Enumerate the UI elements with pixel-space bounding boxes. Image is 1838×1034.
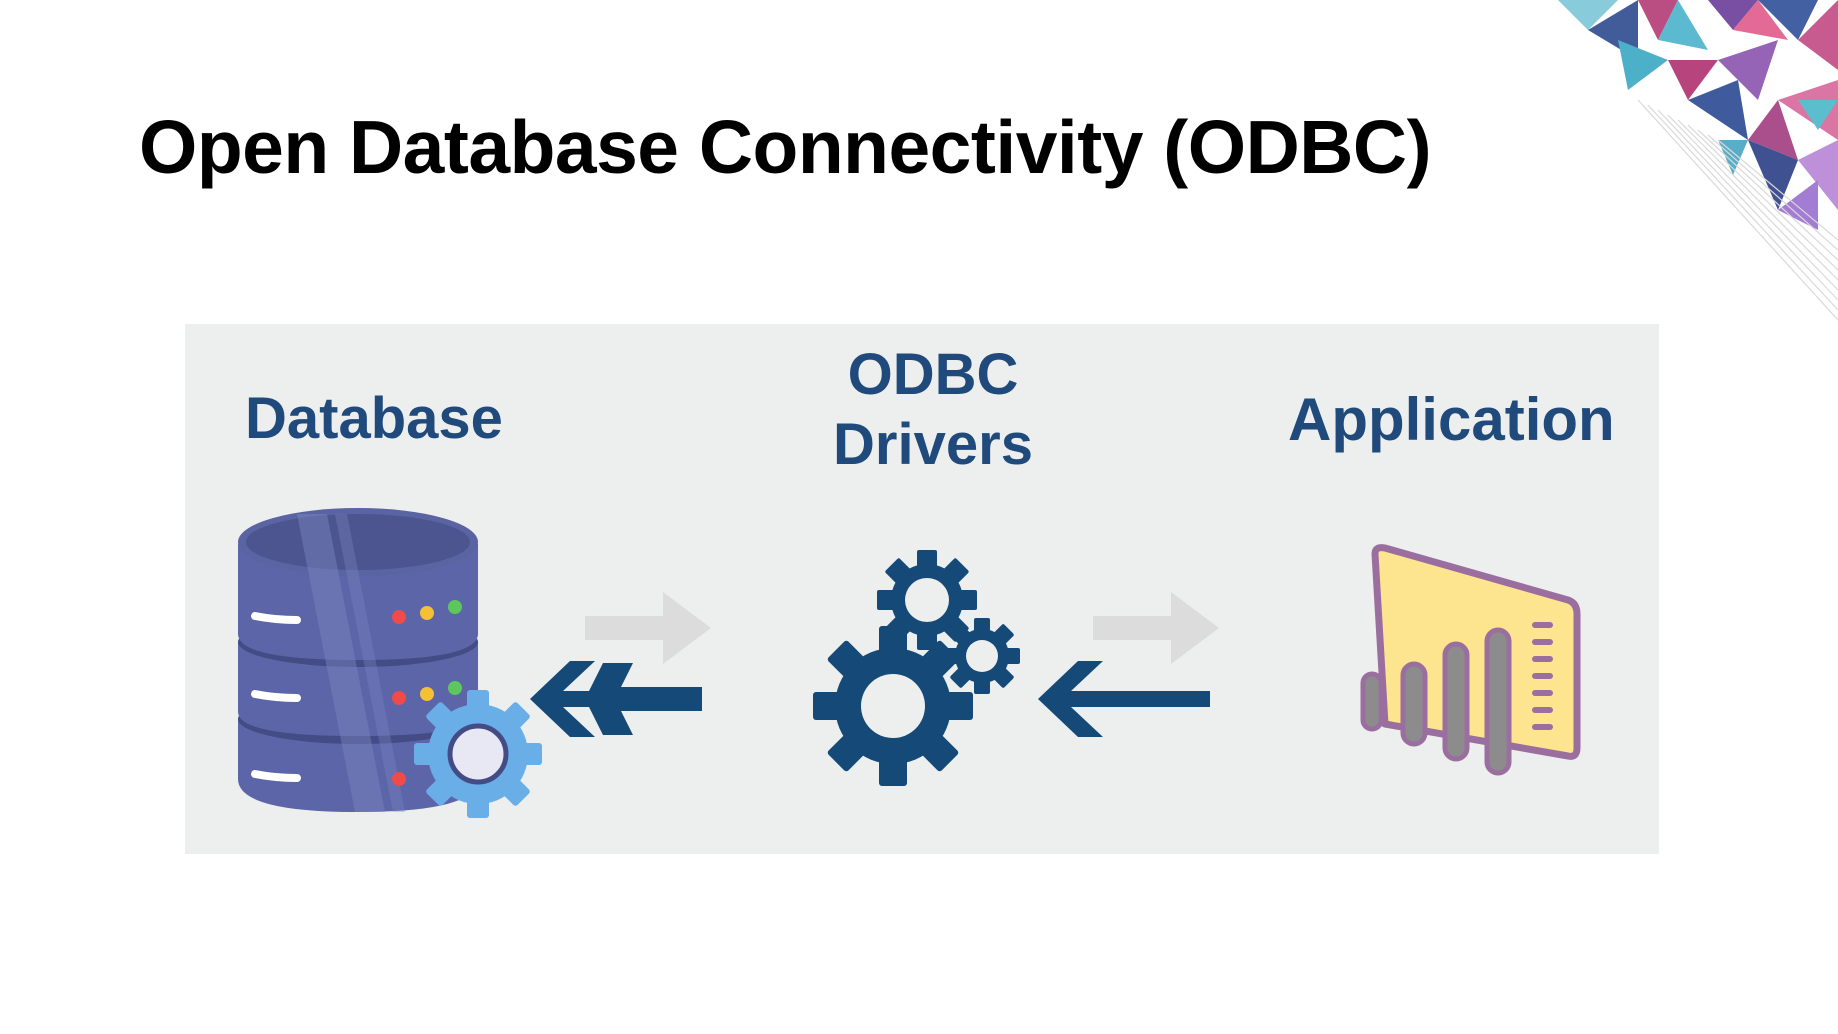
drivers-app-arrows-icon — [1038, 592, 1219, 737]
odbc-label-line2: Drivers — [833, 411, 1033, 477]
power-bi-report-icon — [1360, 544, 1581, 776]
application-label: Application — [1288, 386, 1615, 453]
odbc-drivers-label: ODBC Drivers — [813, 340, 1053, 479]
database-label: Database — [245, 386, 503, 451]
slide-title: Open Database Connectivity (ODBC) — [139, 105, 1432, 189]
corner-decoration — [1558, 0, 1838, 321]
gears-icon — [813, 550, 1020, 786]
odbc-diagram: Database ODBC Drivers Application — [185, 324, 1659, 854]
db-drivers-arrows-icon — [530, 592, 711, 737]
odbc-label-line1: ODBC — [847, 342, 1019, 407]
database-server-gear-icon — [238, 508, 542, 818]
